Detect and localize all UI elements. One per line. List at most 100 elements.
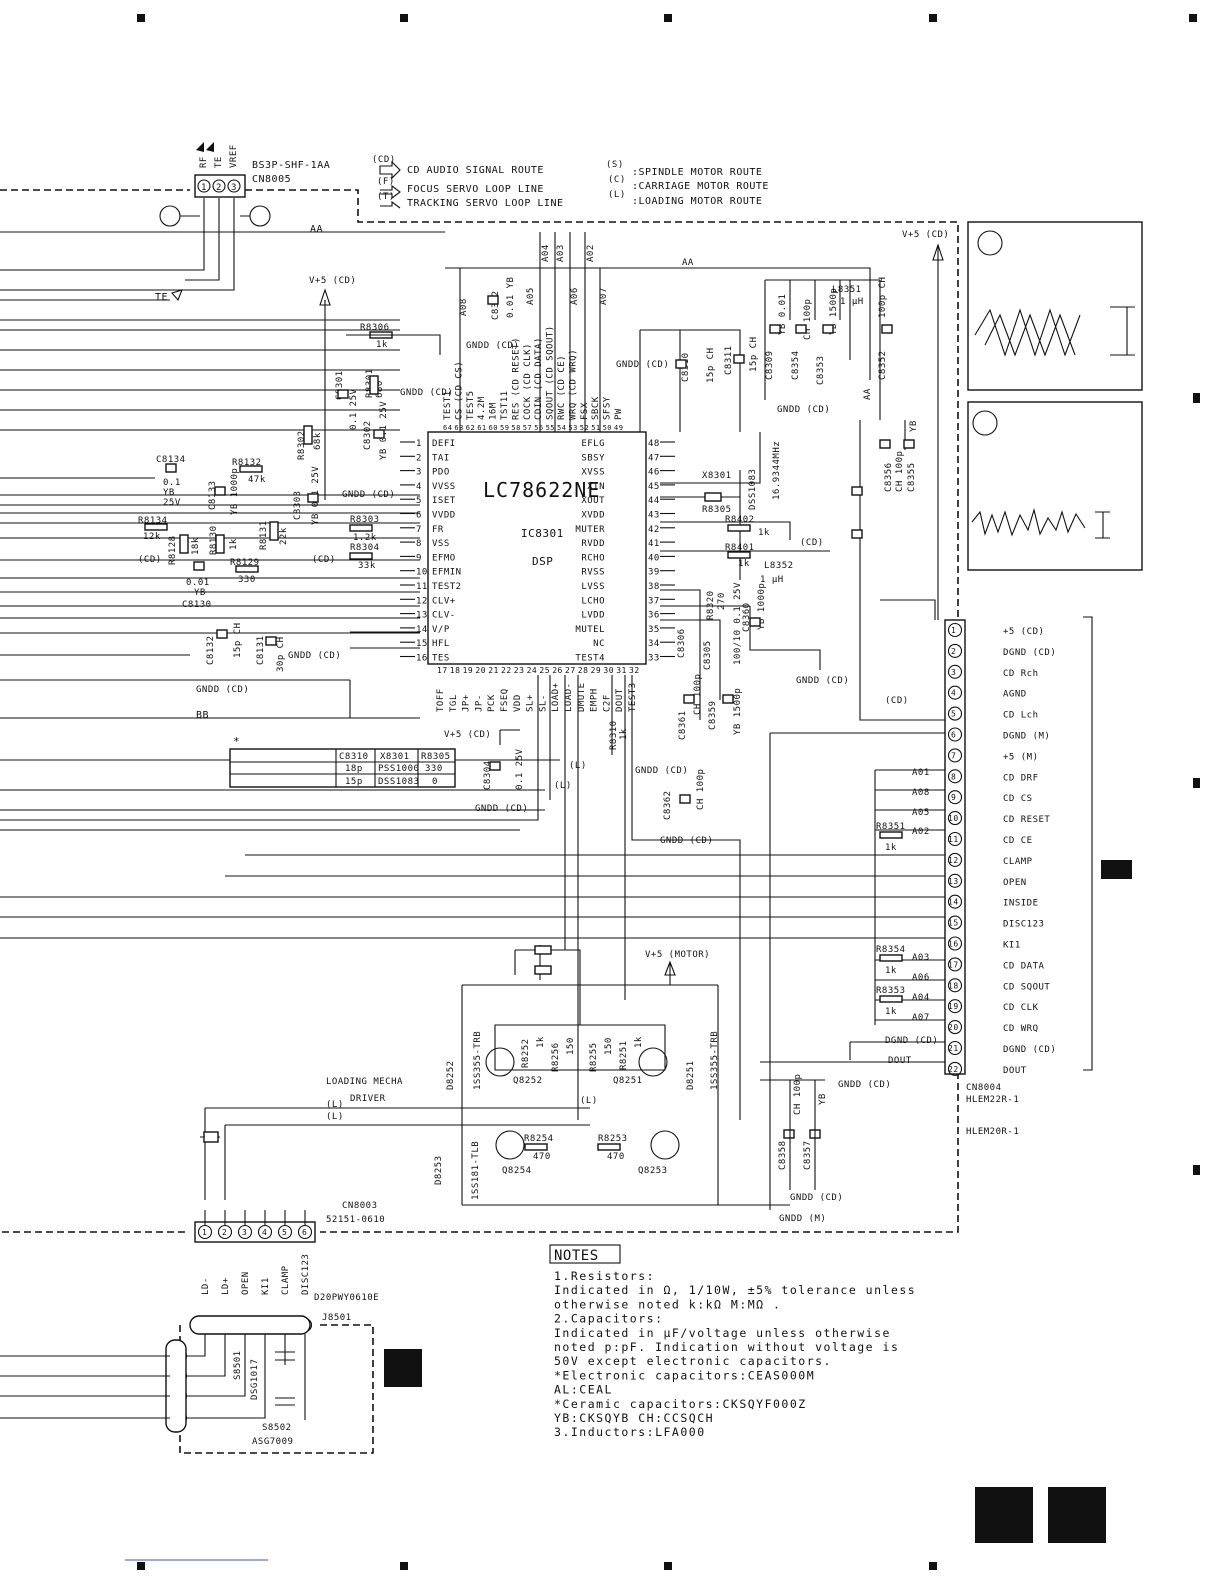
ic-left-pin-label: ISET (432, 496, 456, 506)
label-bb: BB (196, 710, 209, 721)
c8305-ref: C8305 (703, 640, 713, 670)
cn8003-pin-label: LD+ (221, 1277, 231, 1295)
notes-line: *Ceramic capacitors:CKSQYF000Z (554, 1397, 807, 1411)
legend-loading: :LOADING MOTOR ROUTE (632, 196, 762, 207)
svg-text:2: 2 (216, 183, 222, 193)
ic-bottom-pin-label: JP- (474, 694, 484, 712)
ic-left-pin-label: VVSS (432, 482, 456, 492)
cn8004-pin-label: INSIDE (1003, 899, 1039, 909)
c8353-val: YB 1500p (829, 288, 839, 335)
component-labels: C8301 0.1 25V R8301 680 C8302 YB 0.1 25V… (138, 368, 453, 719)
ic-right-pin-num: 36 (648, 611, 660, 621)
r8351-val: 1k (885, 843, 897, 853)
cn8004-pin-label: CD Rch (1003, 669, 1039, 679)
ic-role: DSP (532, 555, 553, 568)
ic-right-pin-label: NC (593, 639, 605, 649)
cn8003-ref: CN8003 (342, 1201, 378, 1211)
supply-filter: V+5 (CD) L8351 1 μH C8309 YB 0.01 C8354 … (764, 230, 949, 721)
ic-right-pin-label: XVSS (581, 468, 605, 478)
notes: NOTES 1.Resistors: Indicated in Ω, 1/10W… (549, 1244, 915, 1439)
ic-left-pin-label: TAI (432, 453, 450, 463)
cn8005-part: BS3P-SHF-1AA (252, 160, 330, 171)
ic-right-pin-num: 45 (648, 482, 660, 492)
cn-dout: DOUT (888, 1056, 912, 1066)
r8255-val: 150 (604, 1037, 614, 1055)
ic-right-pin-label: LVSS (581, 582, 605, 592)
cn8004-pin-num: 2 (951, 647, 956, 656)
cn-a07: A07 (912, 1013, 930, 1023)
r8252-ref: R8252 (521, 1038, 531, 1068)
c8358-ref: C8358 (778, 1140, 788, 1170)
ic-top-pin-label: CDIN (CD DATA) (534, 337, 544, 420)
gnd-left-1: GNDD (CD) (288, 651, 341, 661)
r8253-ref: R8253 (598, 1134, 628, 1144)
cn8004-pin-num: 8 (951, 772, 956, 781)
ic-left-pin-label: EFMIN (432, 568, 462, 578)
left-wires: AA BB TE (0, 224, 445, 721)
c8132-val: 15p CH (233, 622, 243, 658)
cn8003-part: 52151-0610 (326, 1215, 385, 1225)
c8302-ref: C8302 (363, 420, 373, 450)
ic-bottom-pin-num: 23 (514, 666, 525, 675)
vcd-top: V+5 (CD) (309, 276, 356, 286)
ic-left-pin-num: 8 (416, 539, 422, 549)
cn-a02: A02 (912, 827, 930, 837)
cn8004-pin-num: 19 (948, 1002, 959, 1011)
x8301-ref: X8301 (702, 471, 732, 481)
gnd-filter: GNDD (CD) (777, 405, 830, 415)
d8252-ref: D8252 (446, 1060, 456, 1090)
legend-carriage: :CARRIAGE MOTOR ROUTE (632, 181, 769, 192)
ic-left-pin-num: 9 (416, 553, 422, 563)
ic-left-pin-label: EFMO (432, 553, 456, 563)
r8251-val: 1k (634, 1036, 644, 1048)
ic-bottom-pin-label: SL+ (526, 694, 536, 712)
cn8004-part2: HLEM20R-1 (966, 1127, 1019, 1137)
ic-right-pin-num: 44 (648, 496, 660, 506)
cn8004-pin-label: DISC123 (1003, 920, 1044, 930)
cn8004-pin-label: +5 (M) (1003, 752, 1039, 762)
cn-a06: A06 (912, 973, 930, 983)
cn8004-pin-label: CD WRQ (1003, 1024, 1039, 1034)
c8353-ref: C8353 (816, 355, 826, 385)
cn8004-pin-label: CLAMP (1003, 857, 1033, 867)
notes-line: Indicated in μF/voltage unless otherwise (554, 1326, 891, 1340)
legend-cd-route: CD AUDIO SIGNAL ROUTE (407, 165, 544, 176)
ic-top-pin-num: 56 (534, 424, 543, 432)
r8401-val: 1k (738, 559, 750, 569)
cn8004-pin-label: CD RESET (1003, 815, 1050, 825)
l-tag-5: (L) (580, 1096, 598, 1106)
cn8004-pin-label: CD DRF (1003, 773, 1039, 783)
cn8004-pin-label: CD Lch (1003, 711, 1039, 721)
r8320-ref: R8320 (706, 590, 716, 620)
c8311-ref: C8311 (724, 345, 734, 375)
c8134-volt: 25V (163, 498, 181, 508)
waveform-panels (967, 221, 1143, 571)
ic-bottom-pin-num: 18 (450, 666, 461, 675)
label-a04: A04 (541, 244, 551, 262)
c8311-val: 15p CH (749, 336, 759, 372)
l8352-ref: L8352 (764, 561, 794, 571)
cn8004-wiring: A01 A08 A05 A02 R8351 1k R8354 1k A03 A0… (0, 696, 945, 1210)
ic-bottom-pin-num: 17 (437, 666, 448, 675)
c8132-ref: C8132 (206, 635, 216, 665)
notes-line: *Electronic capacitors:CEAS000M (554, 1368, 815, 1382)
ic-left-pin-label: FR (432, 525, 444, 535)
cn8004-pin-num: 7 (951, 751, 956, 760)
cn8004-ref: CN8004 (966, 1083, 1002, 1093)
c8352-val: 100p CH (878, 277, 888, 318)
cn8004-pin-num: 10 (948, 814, 959, 823)
cn8004-pin-num: 15 (948, 919, 959, 928)
table-h1: C8310 (339, 752, 369, 762)
r8253-val: 470 (607, 1152, 625, 1162)
ic-bottom-pin-num: 26 (552, 666, 563, 675)
svg-text:1: 1 (201, 183, 207, 193)
cn8004-part1: HLEM22R-1 (966, 1095, 1019, 1105)
vmotor: V+5 (MOTOR) (645, 950, 710, 960)
ic-left-pin-num: 1 (416, 439, 422, 449)
cn8004-pin-num: 13 (948, 877, 959, 886)
r8302-val: 68k (313, 432, 323, 450)
ic-top-pin-num: 52 (580, 424, 589, 432)
cn8004-pin-label: DGND (M) (1003, 732, 1050, 742)
